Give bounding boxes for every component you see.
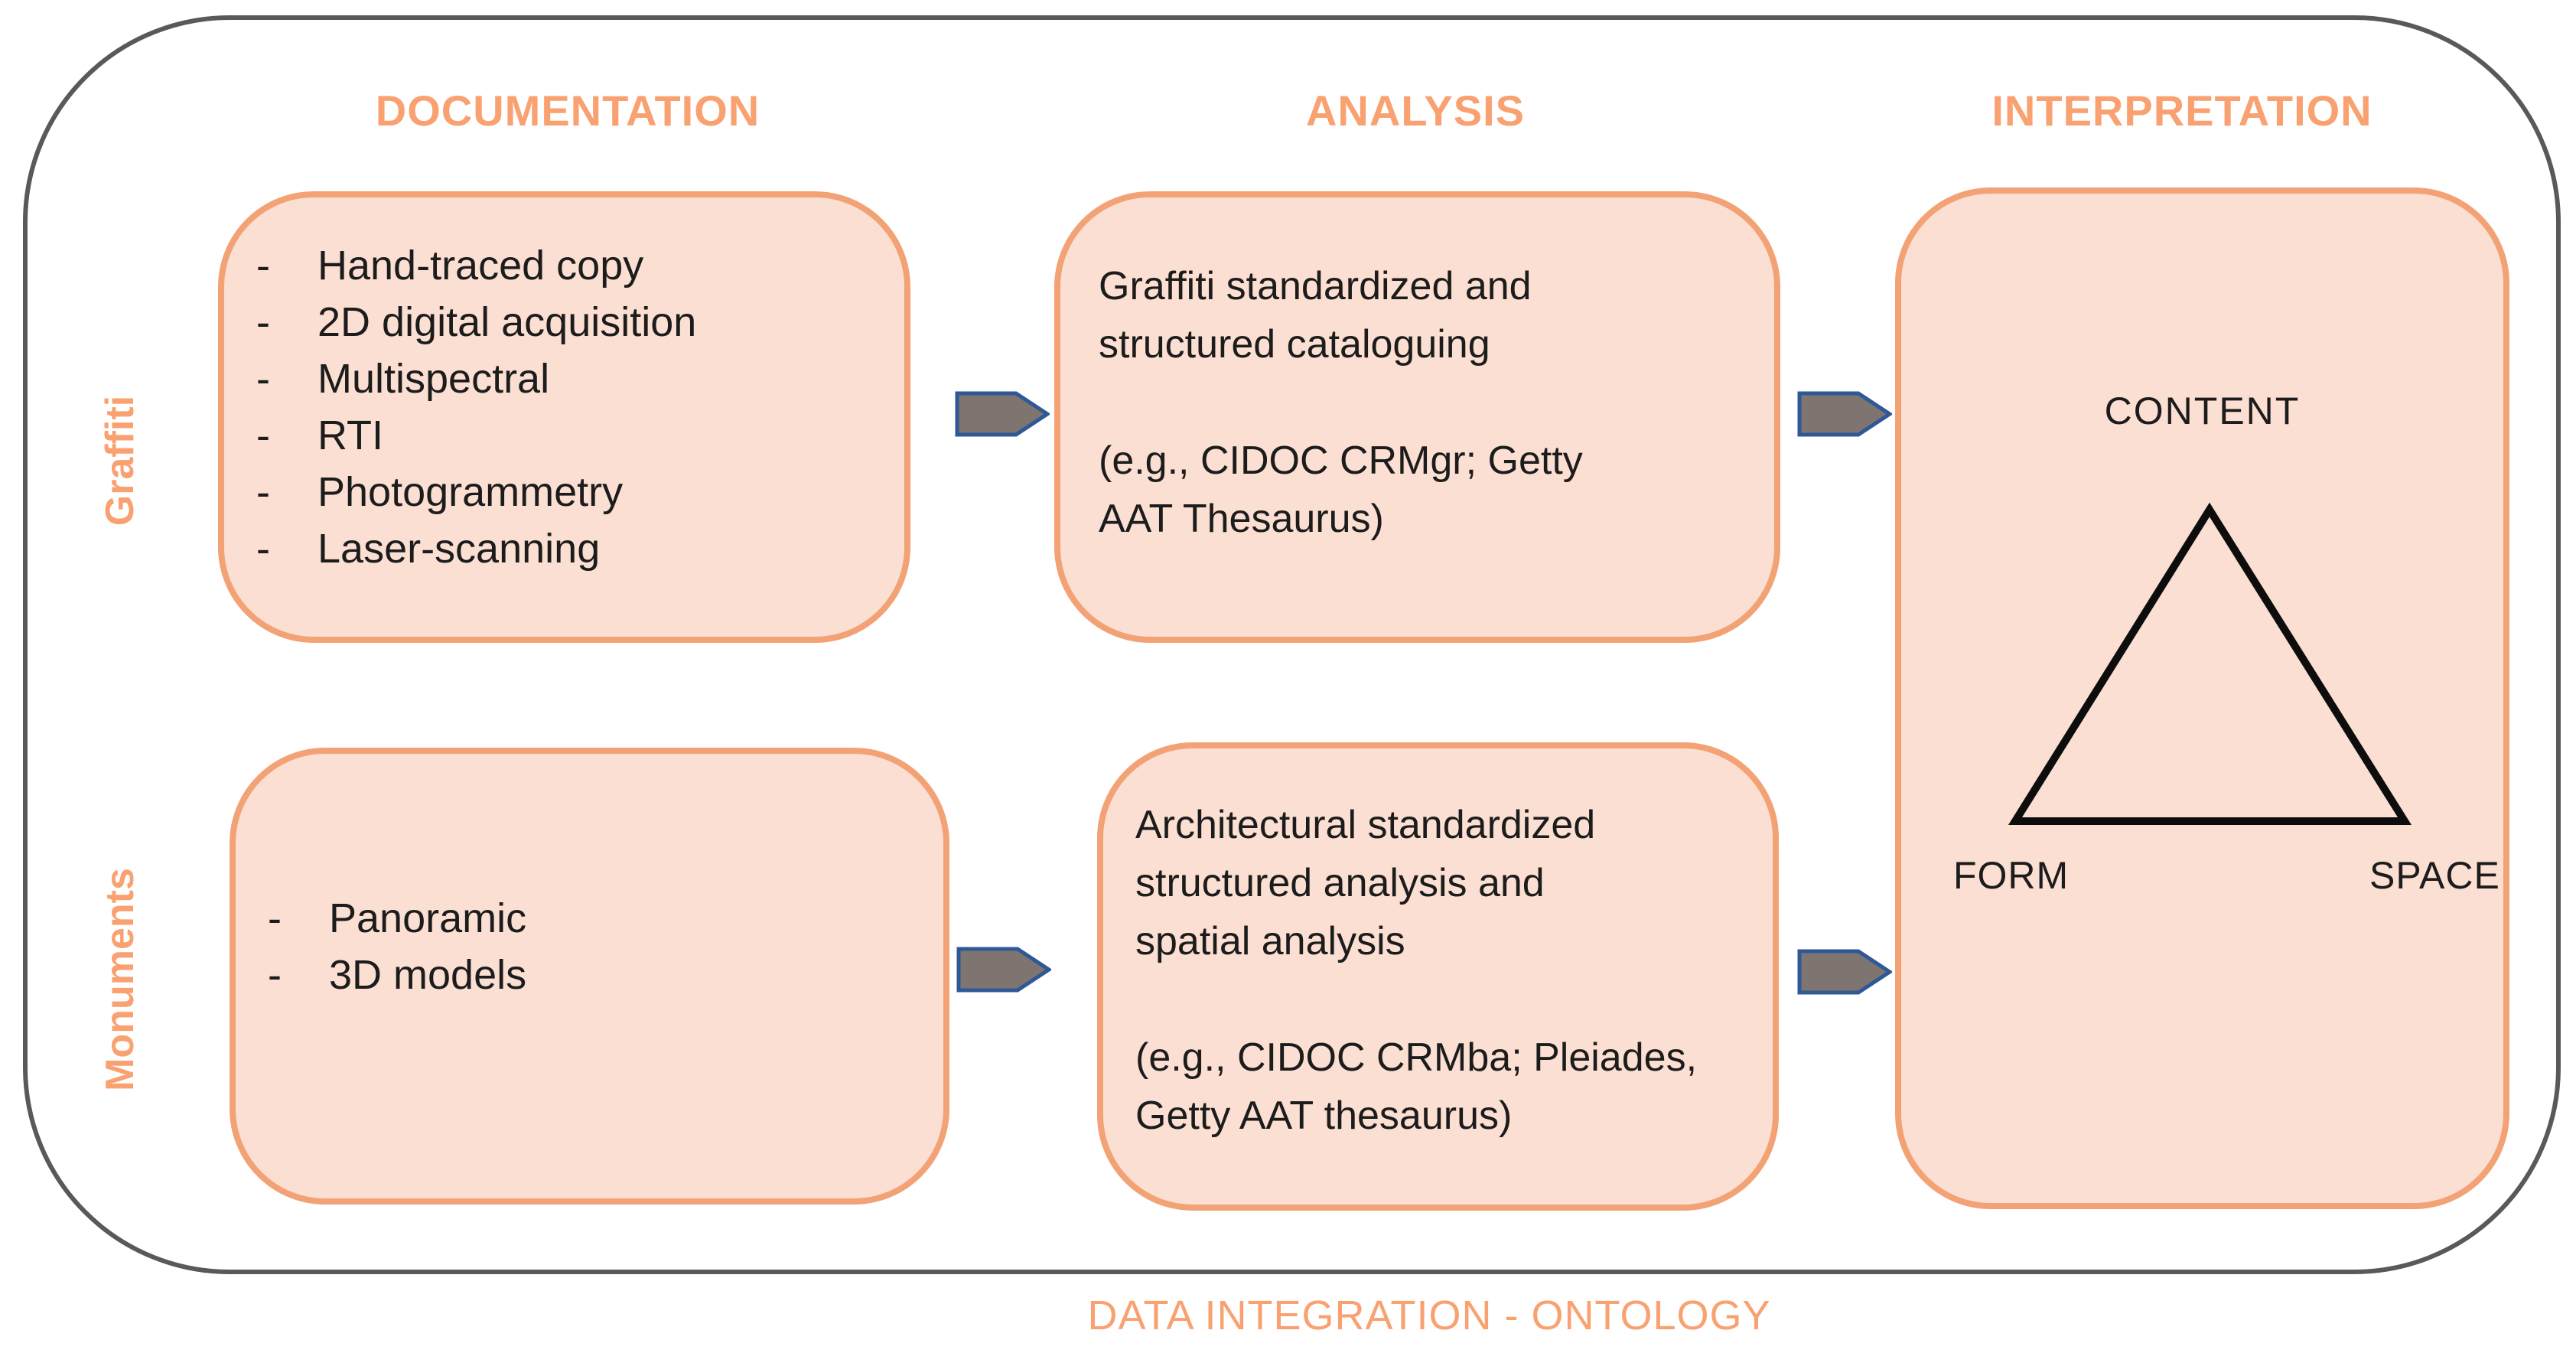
interpretation-box: CONTENT FORM SPACE — [1895, 187, 2509, 1209]
list-item-label: Photogrammetry — [318, 469, 624, 515]
footer-caption: DATA INTEGRATION - ONTOLOGY — [1087, 1293, 1771, 1338]
flow-arrow-icon — [1797, 949, 1892, 995]
analysis-text-line: structured cataloguing — [1099, 322, 1490, 367]
triangle-label-space: SPACE — [2369, 854, 2500, 897]
row-label-graffiti: Graffiti — [98, 395, 142, 527]
list-item-label: RTI — [318, 412, 384, 458]
graffiti-analysis-box: Graffiti standardized and structured cat… — [1054, 191, 1780, 643]
list-dash: - — [256, 356, 270, 402]
list-item: - Multispectral — [256, 350, 881, 407]
list-item: - Hand-traced copy — [256, 237, 881, 294]
flow-arrow-icon — [956, 947, 1051, 993]
list-dash: - — [256, 412, 270, 458]
triangle-label-form: FORM — [1953, 854, 2070, 897]
list-dash: - — [268, 895, 282, 941]
analysis-text-line: AAT Thesaurus) — [1099, 497, 1384, 541]
analysis-text-line: spatial analysis — [1135, 919, 1405, 963]
list-item-label: Laser-scanning — [318, 526, 601, 572]
list-item: - RTI — [256, 407, 881, 464]
list-item-label: Hand-traced copy — [318, 243, 644, 289]
list-item: - 3D models — [268, 947, 920, 1003]
list-item: - Laser-scanning — [256, 520, 881, 577]
list-item-label: Panoramic — [329, 895, 527, 941]
analysis-text-line: Graffiti standardized and — [1099, 264, 1532, 308]
analysis-text-line: Getty AAT thesaurus) — [1135, 1094, 1513, 1138]
list-item: - Panoramic — [268, 890, 920, 947]
analysis-text-line: (e.g., CIDOC CRMgr; Getty — [1099, 439, 1583, 483]
flow-arrow-icon — [1797, 391, 1892, 437]
list-dash: - — [268, 952, 282, 998]
monuments-documentation-box: - Panoramic - 3D models — [230, 748, 949, 1205]
analysis-text-line: structured analysis and — [1135, 861, 1545, 905]
row-label-monuments: Monuments — [98, 868, 142, 1091]
flow-arrow-icon — [955, 391, 1050, 437]
analysis-text-line: (e.g., CIDOC CRMba; Pleiades, — [1135, 1035, 1698, 1080]
column-header-documentation: DOCUMENTATION — [375, 86, 760, 135]
analysis-text-line — [1099, 373, 1744, 432]
analysis-text-line: Architectural standardized — [1135, 803, 1596, 847]
list-item-label: Multispectral — [318, 356, 550, 402]
list-item: - Photogrammetry — [256, 464, 881, 520]
graffiti-documentation-box: - Hand-traced copy - 2D digital acquisit… — [218, 191, 910, 643]
list-item-label: 3D models — [329, 952, 527, 998]
analysis-text-line — [1135, 970, 1745, 1029]
list-item: - 2D digital acquisition — [256, 294, 881, 350]
list-dash: - — [256, 469, 270, 515]
monuments-analysis-box: Architectural standardized structured an… — [1097, 742, 1779, 1211]
diagram-outer-frame — [23, 15, 2561, 1274]
list-dash: - — [256, 526, 270, 572]
column-header-analysis: ANALYSIS — [1305, 86, 1526, 135]
list-item-label: 2D digital acquisition — [318, 299, 697, 345]
content-form-space-triangle-icon — [2008, 502, 2412, 825]
triangle-label-content: CONTENT — [2104, 390, 2301, 432]
column-header-interpretation: INTERPRETATION — [1991, 86, 2372, 135]
list-dash: - — [256, 299, 270, 345]
list-dash: - — [256, 243, 270, 289]
